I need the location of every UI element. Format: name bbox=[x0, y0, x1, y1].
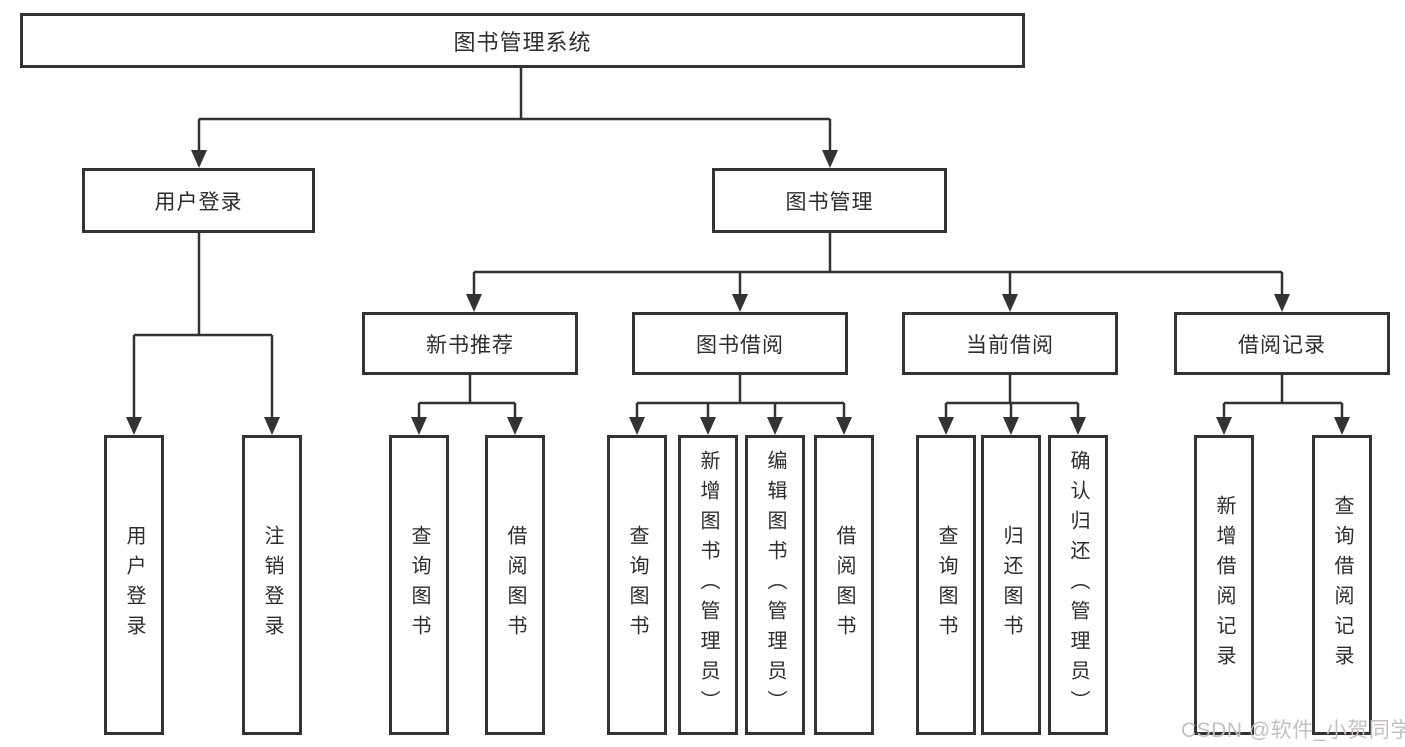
node-leaf-query-borrow-record: 查询借阅记录 bbox=[1312, 435, 1372, 735]
node-current-borrow: 当前借阅 bbox=[902, 312, 1118, 375]
node-label: 查询图书 bbox=[935, 525, 957, 645]
node-label: 借阅记录 bbox=[1238, 333, 1326, 357]
node-leaf-borrow-book-1: 借阅图书 bbox=[485, 435, 545, 735]
node-label: 查询图书 bbox=[626, 525, 648, 645]
arrowheads bbox=[126, 150, 1350, 435]
node-root-system: 图书管理系统 bbox=[20, 13, 1025, 68]
node-label: 新增借阅记录 bbox=[1213, 495, 1235, 675]
node-label: 用户登录 bbox=[123, 525, 145, 645]
node-leaf-query-book-3: 查询图书 bbox=[916, 435, 976, 735]
node-leaf-user-login: 用户登录 bbox=[104, 435, 164, 735]
node-label: 图书借阅 bbox=[696, 333, 784, 357]
node-new-book-recommend: 新书推荐 bbox=[362, 312, 578, 375]
node-label: 图书管理系统 bbox=[453, 29, 592, 55]
node-label: 新书推荐 bbox=[426, 333, 514, 357]
node-user-login: 用户登录 bbox=[82, 168, 315, 233]
node-label: 借阅图书 bbox=[504, 525, 526, 645]
csdn-watermark: CSDN @软件_小贺同学 bbox=[1181, 719, 1405, 742]
node-label: 借阅图书 bbox=[833, 525, 855, 645]
node-label: 归还图书 bbox=[1000, 525, 1022, 645]
node-leaf-edit-book-admin: 编辑图书（管理员） bbox=[745, 435, 805, 735]
node-label: 查询图书 bbox=[408, 525, 430, 645]
node-label: 注销登录 bbox=[261, 525, 283, 645]
node-label: 图书管理 bbox=[785, 190, 874, 214]
node-label: 当前借阅 bbox=[966, 333, 1054, 357]
node-label: 编辑图书（管理员） bbox=[764, 450, 786, 720]
node-label: 用户登录 bbox=[154, 190, 243, 214]
node-leaf-add-book-admin: 新增图书（管理员） bbox=[678, 435, 738, 735]
node-book-management: 图书管理 bbox=[712, 168, 947, 233]
node-book-borrow: 图书借阅 bbox=[632, 312, 848, 375]
node-leaf-logout: 注销登录 bbox=[242, 435, 302, 735]
node-leaf-add-borrow-record: 新增借阅记录 bbox=[1194, 435, 1254, 735]
node-label: 确认归还（管理员） bbox=[1067, 450, 1089, 720]
node-leaf-borrow-book-2: 借阅图书 bbox=[814, 435, 874, 735]
node-leaf-confirm-return-admin: 确认归还（管理员） bbox=[1048, 435, 1108, 735]
node-leaf-return-book: 归还图书 bbox=[981, 435, 1041, 735]
node-leaf-query-book-1: 查询图书 bbox=[389, 435, 449, 735]
node-label: 新增图书（管理员） bbox=[697, 450, 719, 720]
node-label: 查询借阅记录 bbox=[1331, 495, 1353, 675]
node-borrow-records: 借阅记录 bbox=[1174, 312, 1390, 375]
node-leaf-query-book-2: 查询图书 bbox=[607, 435, 667, 735]
